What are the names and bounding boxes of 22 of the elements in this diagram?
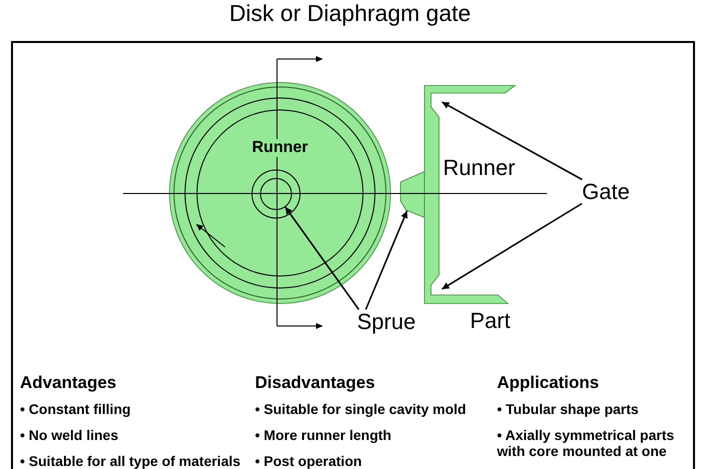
column-heading: Advantages	[20, 373, 116, 392]
bullet-item: • No weld lines	[20, 427, 118, 443]
diagram-title: Disk or Diaphragm gate	[229, 0, 471, 26]
bullet-item: • Suitable for all type of materials	[20, 453, 240, 469]
bullet-item: • Constant filling	[20, 400, 131, 416]
leader-arrow	[442, 101, 582, 180]
gate-label: Gate	[582, 180, 630, 204]
part-label: Part	[470, 308, 510, 332]
column-heading: Disadvantages	[255, 373, 375, 392]
leader-arrow	[365, 210, 408, 310]
leader-arrow	[284, 206, 360, 310]
runner-label: Runner	[251, 139, 309, 157]
bullet-item: • More runner length	[255, 427, 392, 443]
bullet-item: • Suitable for single cavity mold	[255, 400, 466, 416]
sprue-circle	[260, 178, 292, 210]
bullet-item: • Post operation	[255, 453, 362, 469]
runner-label: Runner	[443, 156, 516, 180]
leader-arrow	[442, 202, 582, 290]
sprue-label: Sprue	[357, 310, 416, 334]
bullet-item: • Axially symmetrical parts with core mounted at one	[497, 427, 676, 459]
bullet-item: • Tubular shape parts	[497, 400, 639, 416]
column-heading: Applications	[497, 373, 600, 392]
